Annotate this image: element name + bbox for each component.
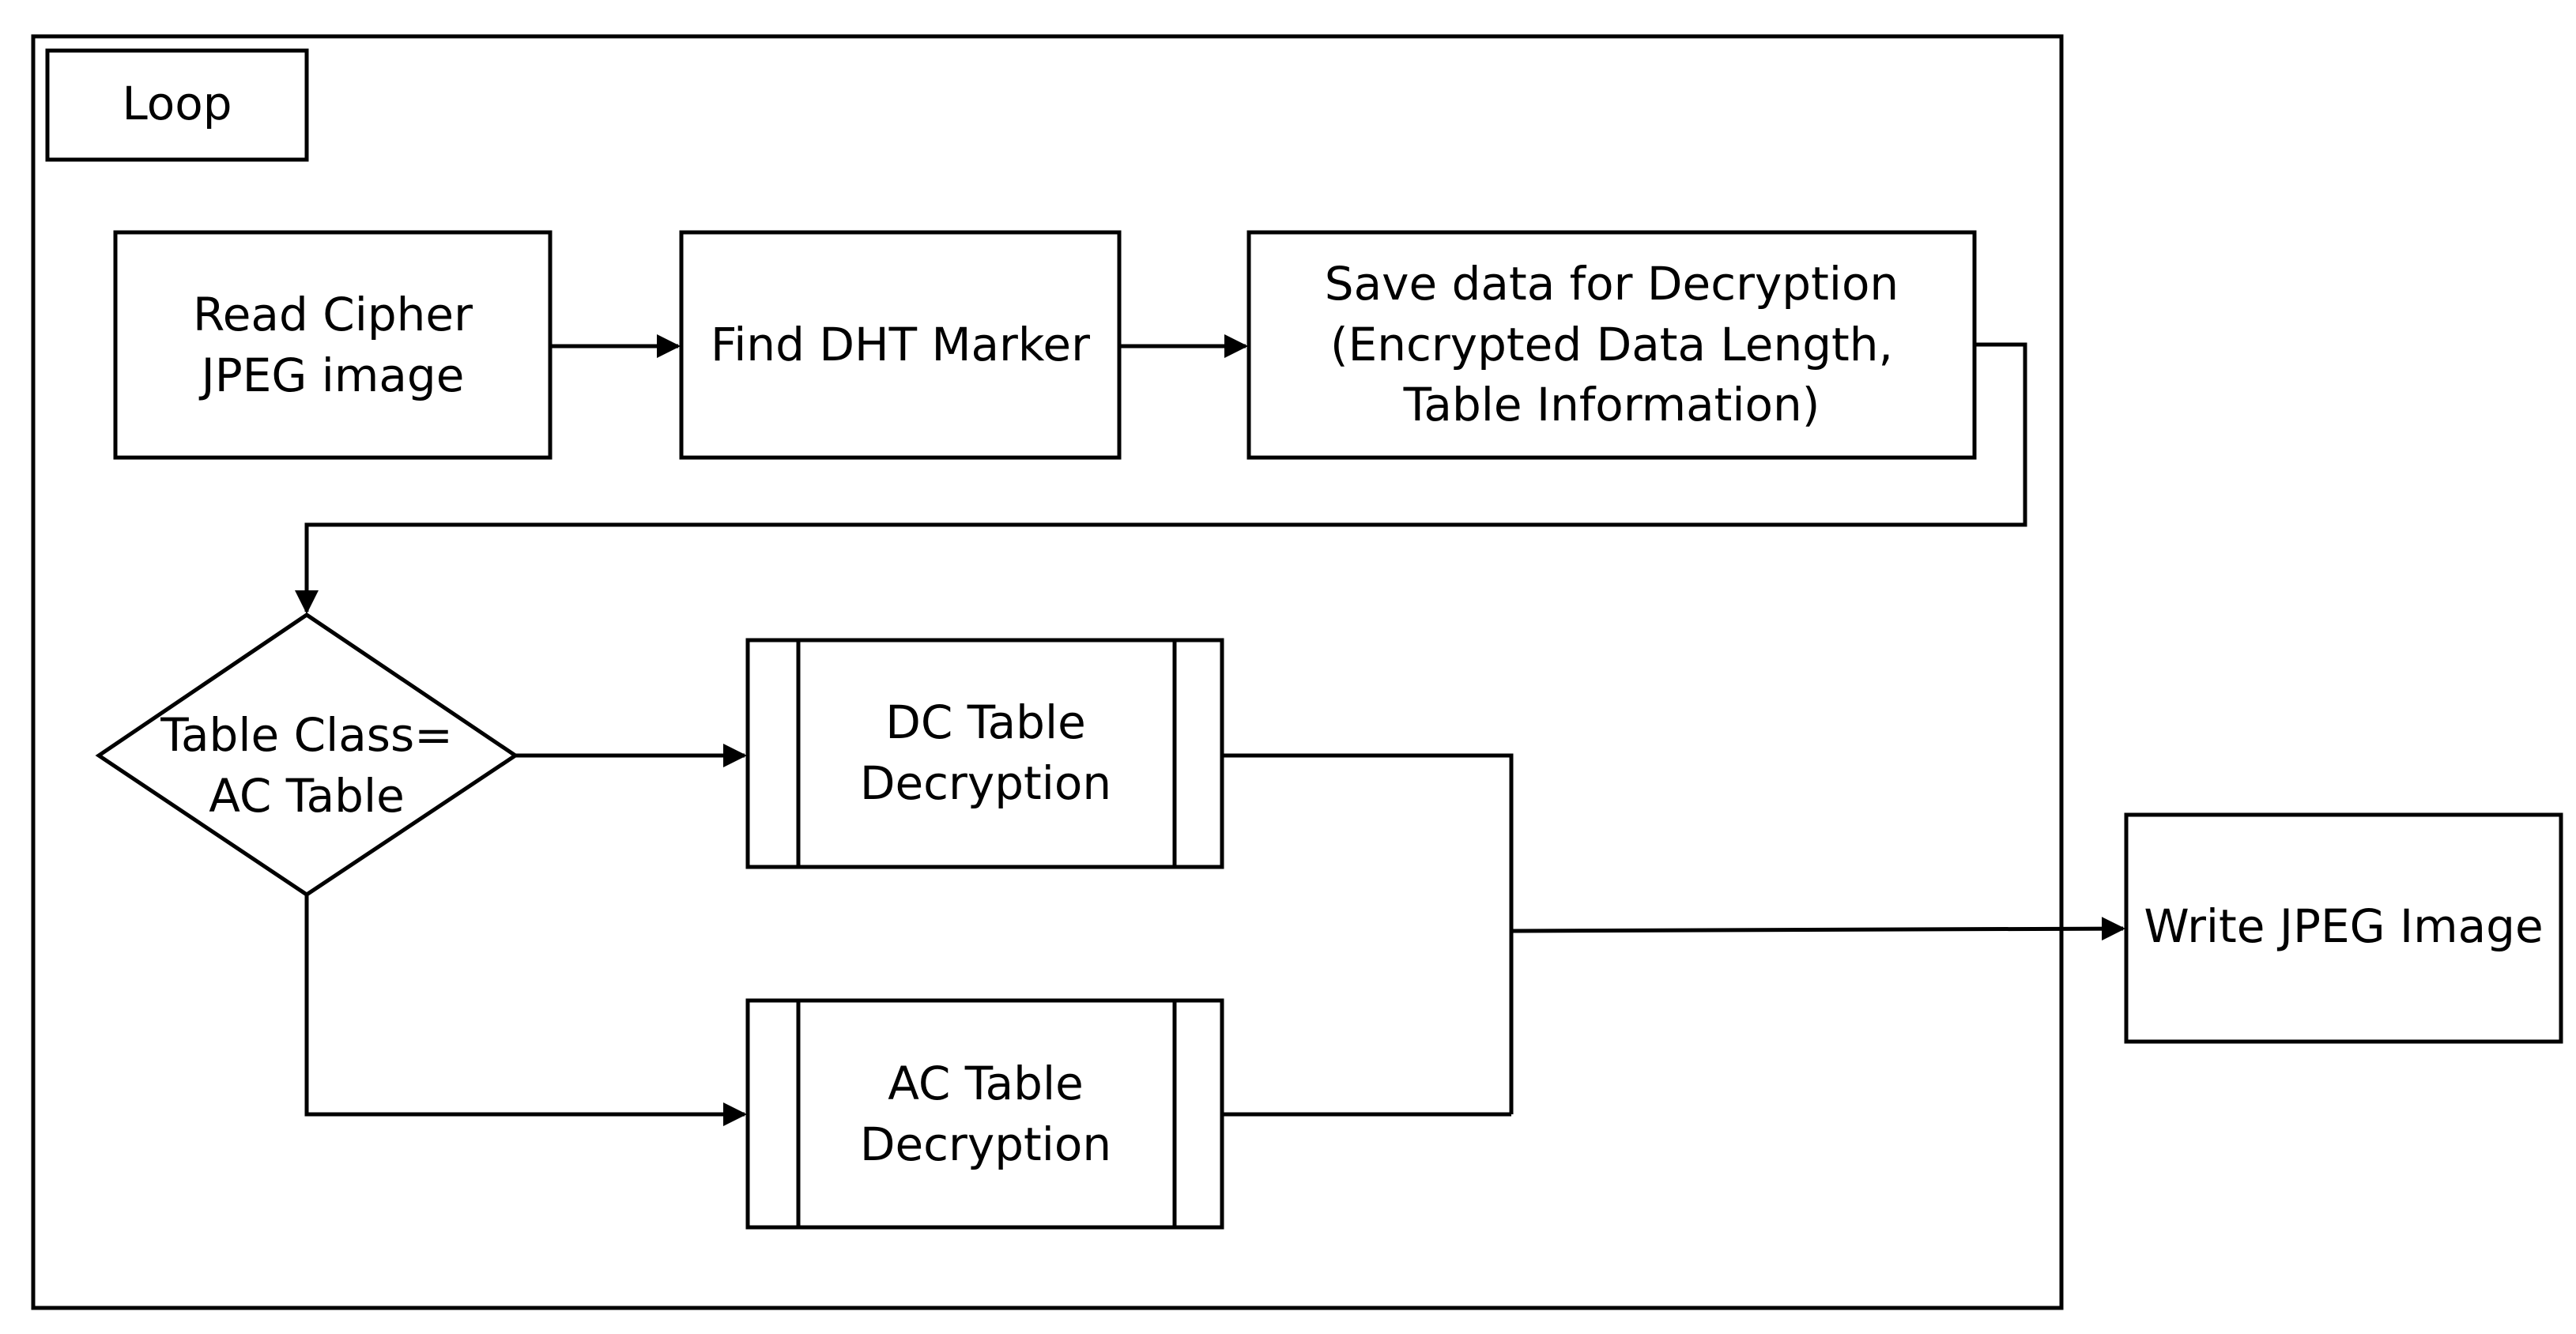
read-cipher-label-2: JPEG image — [199, 349, 465, 402]
write-jpeg-label: Write JPEG Image — [2144, 899, 2543, 953]
find-dht-box — [679, 230, 1122, 460]
dc-decrypt-label-1: DC Table — [885, 695, 1086, 749]
read-cipher-label-1: Read Cipher — [193, 288, 473, 341]
write-jpeg-box — [2124, 812, 2563, 1044]
read-cipher-box — [113, 230, 553, 460]
loop-label: Loop — [122, 77, 232, 130]
decision-label-1: Table Class= — [160, 708, 453, 762]
ac-decrypt-label-2: Decryption — [860, 1117, 1111, 1171]
save-data-label-2: (Encrypted Data Length, — [1330, 318, 1893, 371]
arrow-decision-to-ac — [304, 895, 747, 1126]
find-dht-label: Find DHT Marker — [711, 318, 1090, 371]
save-data-label-1: Save data for Decryption — [1325, 257, 1899, 311]
ac-decrypt-label-1: AC Table — [888, 1057, 1084, 1110]
decision-label-2: AC Table — [209, 769, 405, 823]
line-dc-to-merge — [1222, 753, 1514, 1114]
loop-label-box — [45, 48, 309, 162]
save-data-label-3: Table Information) — [1403, 378, 1820, 431]
dc-decrypt-label-2: Decryption — [860, 756, 1111, 810]
ac-decrypt-box — [745, 998, 1224, 1230]
save-data-box — [1247, 230, 1977, 460]
arrow-save-to-decision — [295, 342, 2027, 614]
dc-decrypt-box — [745, 638, 1224, 869]
arrow-merge-to-write — [1511, 917, 2125, 941]
